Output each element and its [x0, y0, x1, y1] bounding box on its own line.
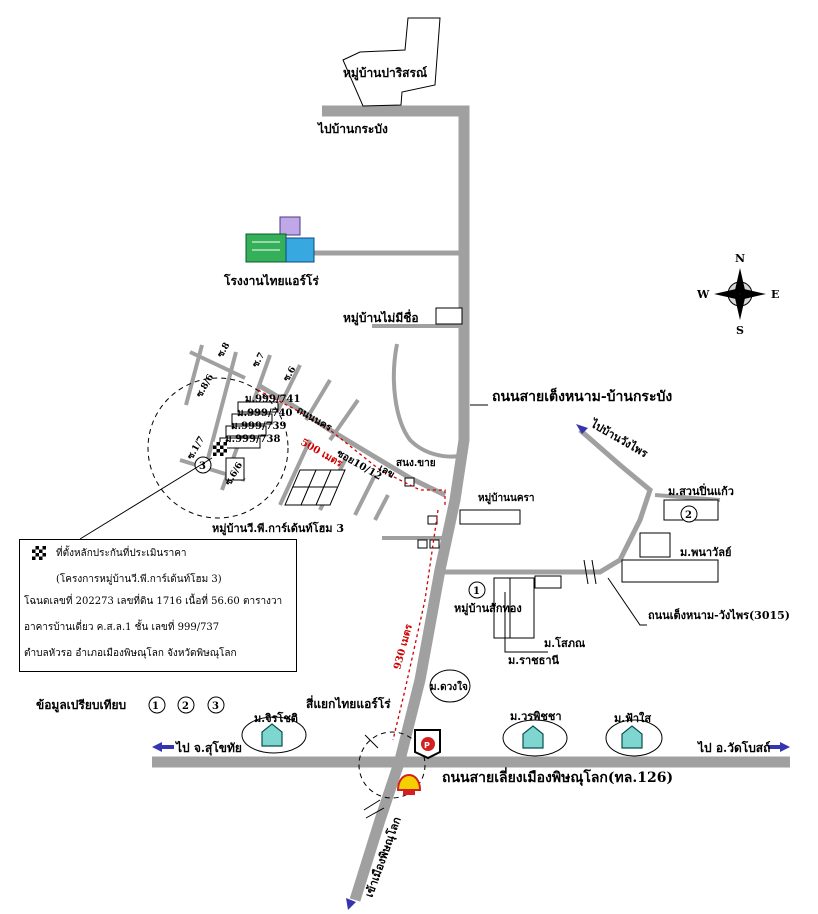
legend-line2: (โครงการหมู่บ้านวี.พี.การ์เด้นท์โฮม 3) [56, 574, 222, 585]
svg-text:ม.999/741: ม.999/741 [245, 394, 300, 405]
direction-arrows [152, 424, 790, 910]
svg-text:หมู่บ้านนครา: หมู่บ้านนครา [478, 492, 535, 505]
svg-text:S: S [736, 324, 744, 337]
svg-text:N: N [735, 252, 745, 265]
svg-text:หมู่บ้านสักทอง: หมู่บ้านสักทอง [454, 602, 522, 616]
svg-text:3: 3 [199, 461, 206, 472]
svg-text:E: E [771, 288, 779, 301]
house-icons [261, 723, 643, 749]
label-to-wat-bot: ไป อ.วัดโบสถ์ [696, 740, 770, 755]
svg-text:ม.ราชธานี: ม.ราชธานี [508, 654, 560, 667]
legend-line5: ตำบลหัวรอ อำเภอเมืองพิษณุโลก จังหวัดพิษณ… [24, 648, 237, 659]
svg-text:ม.วรพิชชา: ม.วรพิชชา [510, 710, 562, 723]
svg-text:ม.จิรโชติ: ม.จิรโชติ [254, 711, 298, 725]
svg-text:ซ.6: ซ.6 [282, 365, 298, 383]
svg-text:P: P [424, 741, 430, 750]
mai-mi-chue-box [435, 307, 463, 325]
route-500 [257, 389, 446, 505]
svg-text:ม.999/738: ม.999/738 [225, 434, 281, 445]
gas-station-sign-icon [414, 729, 441, 760]
label-vp-garden: หมู่บ้านวี.พี.การ์เด้นท์โฮม 3 [212, 521, 344, 536]
label-to-wang-phai: ไปบ้านวังไพร [587, 415, 651, 460]
checker-icon [32, 546, 46, 560]
legend-line3: โฉนดเลขที่ 202273 เลขที่ดิน 1716 เนื้อที… [24, 596, 283, 607]
svg-text:ม.ดวงใจ: ม.ดวงใจ [430, 680, 468, 693]
svg-text:ซ.8: ซ.8 [216, 341, 232, 359]
road-teng-wang [440, 428, 653, 575]
svg-text:W: W [696, 288, 710, 301]
mu-ban-parisa-outline [342, 17, 441, 107]
m-duangjai-ellipse [429, 669, 471, 703]
collateral-marker [213, 442, 227, 456]
svg-text:ม.ฟ้าใส: ม.ฟ้าใส [614, 711, 651, 725]
svg-text:2: 2 [182, 701, 189, 712]
svg-text:ซ.8/6: ซ.8/6 [195, 373, 216, 400]
legend-line4: อาคารบ้านเดี่ยว ค.ส.ล.1 ชั้น เลขที่ 999/… [24, 622, 220, 633]
label-siyaek: สี่แยกไทยแอร์โร่ [306, 695, 391, 711]
label-factory: โรงงานไทยแอร์โร่ [223, 273, 319, 288]
svg-text:ม.โสภณ: ม.โสภณ [544, 636, 586, 650]
legend-line1: ที่ตั้งหลักประกันที่ประเมินราคา [56, 548, 187, 559]
svg-text:ม.999/739: ม.999/739 [231, 421, 287, 432]
svg-text:1: 1 [152, 701, 159, 712]
svg-text:1: 1 [473, 586, 480, 597]
map-labels: หมู่บ้านปาริสรณ์ ไปบ้านกระบัง โรงงานไทยแ… [36, 66, 790, 899]
road-teng-krabang [322, 105, 470, 762]
intersection-circle [358, 731, 426, 799]
svg-text:2: 2 [685, 510, 692, 521]
svg-text:ม.พนาวัลย์: ม.พนาวัลย์ [680, 546, 731, 559]
legend-box: ที่ตั้งหลักประกันที่ประเมินราคา (โครงการ… [19, 539, 297, 672]
label-parisa: หมู่บ้านปาริสรณ์ [343, 66, 427, 81]
svg-text:ม.999/740: ม.999/740 [237, 408, 293, 419]
shell-logo-icon [396, 774, 422, 795]
site-circle [147, 377, 289, 519]
factory-icon [245, 216, 315, 263]
label-to-krabang: ไปบ้านกระบัง [316, 121, 388, 136]
compass-icon [714, 268, 766, 320]
label-mai-mi-chue: หมู่บ้านไม่มีชื่อ [343, 309, 419, 326]
svg-text:3: 3 [212, 701, 219, 712]
label-dist-930: 930 เมตร [392, 623, 415, 671]
label-to-sukhothai: ไป จ.สุโขทัย [174, 740, 242, 756]
vp-garden-grid [284, 469, 346, 506]
road-curve [391, 343, 461, 459]
label-road-ring: ถนนสายเลี่ยงเมืองพิษณุโลก(ทล.126) [442, 767, 673, 786]
road-to-phitsanulok [349, 758, 406, 902]
features [79, 17, 790, 910]
svg-text:ถนนเต็งหนาม-วังไพร(3015): ถนนเต็งหนาม-วังไพร(3015) [648, 608, 790, 622]
svg-text:ม.สวนปิ่นแก้ว: ม.สวนปิ่นแก้ว [668, 483, 734, 498]
road-nakhon [256, 382, 447, 498]
label-compare: ข้อมูลเปรียบเทียบ [36, 698, 126, 713]
label-road-teng-krabang: ถนนสายเต็งหนาม-บ้านกระบัง [492, 387, 672, 405]
svg-text:สนง.ขาย: สนง.ขาย [396, 458, 436, 469]
